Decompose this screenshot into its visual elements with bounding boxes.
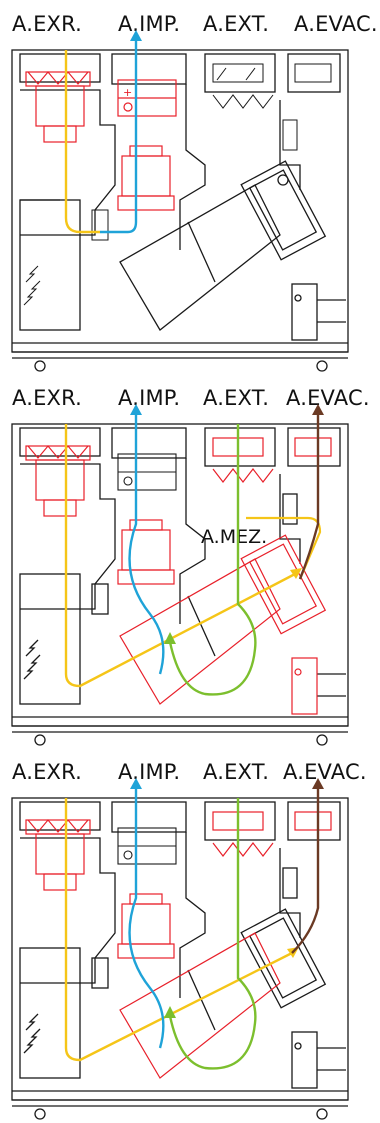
label-outdoor-air: A.EXT. (203, 760, 270, 784)
label-supply-air: A.IMP. (118, 760, 181, 784)
evacuation-airflow (298, 414, 320, 580)
recirculation-airflow (246, 516, 322, 580)
unit-schematic (11, 778, 349, 1120)
supply-arrow-icon (130, 30, 142, 41)
unit-schematic: + (11, 30, 349, 372)
supply-arrow-icon (130, 778, 142, 789)
heater-coil (117, 827, 177, 865)
supply-airflow (128, 788, 165, 1049)
outdoor-arrow-icon (164, 1006, 176, 1018)
label-exhaust-air: A.EXR. (12, 760, 83, 784)
evacuation-arrow-icon (312, 778, 324, 789)
filter-elements (23, 63, 332, 306)
supply-airflow (128, 414, 165, 675)
outdoor-airflow (168, 798, 257, 1070)
label-supply-air: A.IMP. (118, 386, 181, 410)
label-outdoor-air: A.EXT. (203, 12, 270, 36)
unit-casing (11, 423, 349, 746)
diagram-panel-1: A.EXR. A.IMP. A.EXT. A.EVAC. (0, 0, 380, 374)
label-evacuation-air: A.EVAC. (294, 12, 378, 36)
outdoor-arrow-icon (164, 632, 176, 644)
fan-assembly: + (25, 71, 177, 211)
evacuation-airflow (291, 788, 320, 954)
diagram-panel-3: A.EXR. A.IMP. A.EXT. A.EVAC. (0, 748, 380, 1122)
heater-coil (117, 453, 177, 491)
label-evacuation-air: A.EVAC. (283, 760, 367, 784)
exhaust-arrow-icon (290, 568, 302, 579)
label-exhaust-air: A.EXR. (12, 386, 83, 410)
exhaust-airflow (64, 424, 296, 688)
diagram-panel-2: A.EXR. A.IMP. A.EXT. A.EVAC. A.MEZ. (0, 374, 380, 748)
outdoor-airflow (168, 424, 257, 696)
supply-airflow (100, 40, 138, 234)
label-supply-air: A.IMP. (118, 12, 181, 36)
fan-assembly (25, 811, 332, 1079)
svg-text:+: + (123, 86, 132, 99)
fan-assembly (25, 437, 332, 715)
supply-arrow-icon (130, 404, 142, 415)
unit-casing (11, 49, 349, 372)
label-outdoor-air: A.EXT. (203, 386, 270, 410)
unit-casing (11, 797, 349, 1120)
unit-schematic (11, 404, 349, 746)
exhaust-airflow (64, 50, 100, 234)
label-evacuation-air: A.EVAC. (286, 386, 370, 410)
label-exhaust-air: A.EXR. (12, 12, 83, 36)
label-mixed-air: A.MEZ. (200, 526, 269, 548)
exhaust-airflow (64, 798, 293, 1062)
evacuation-arrow-icon (312, 404, 324, 415)
